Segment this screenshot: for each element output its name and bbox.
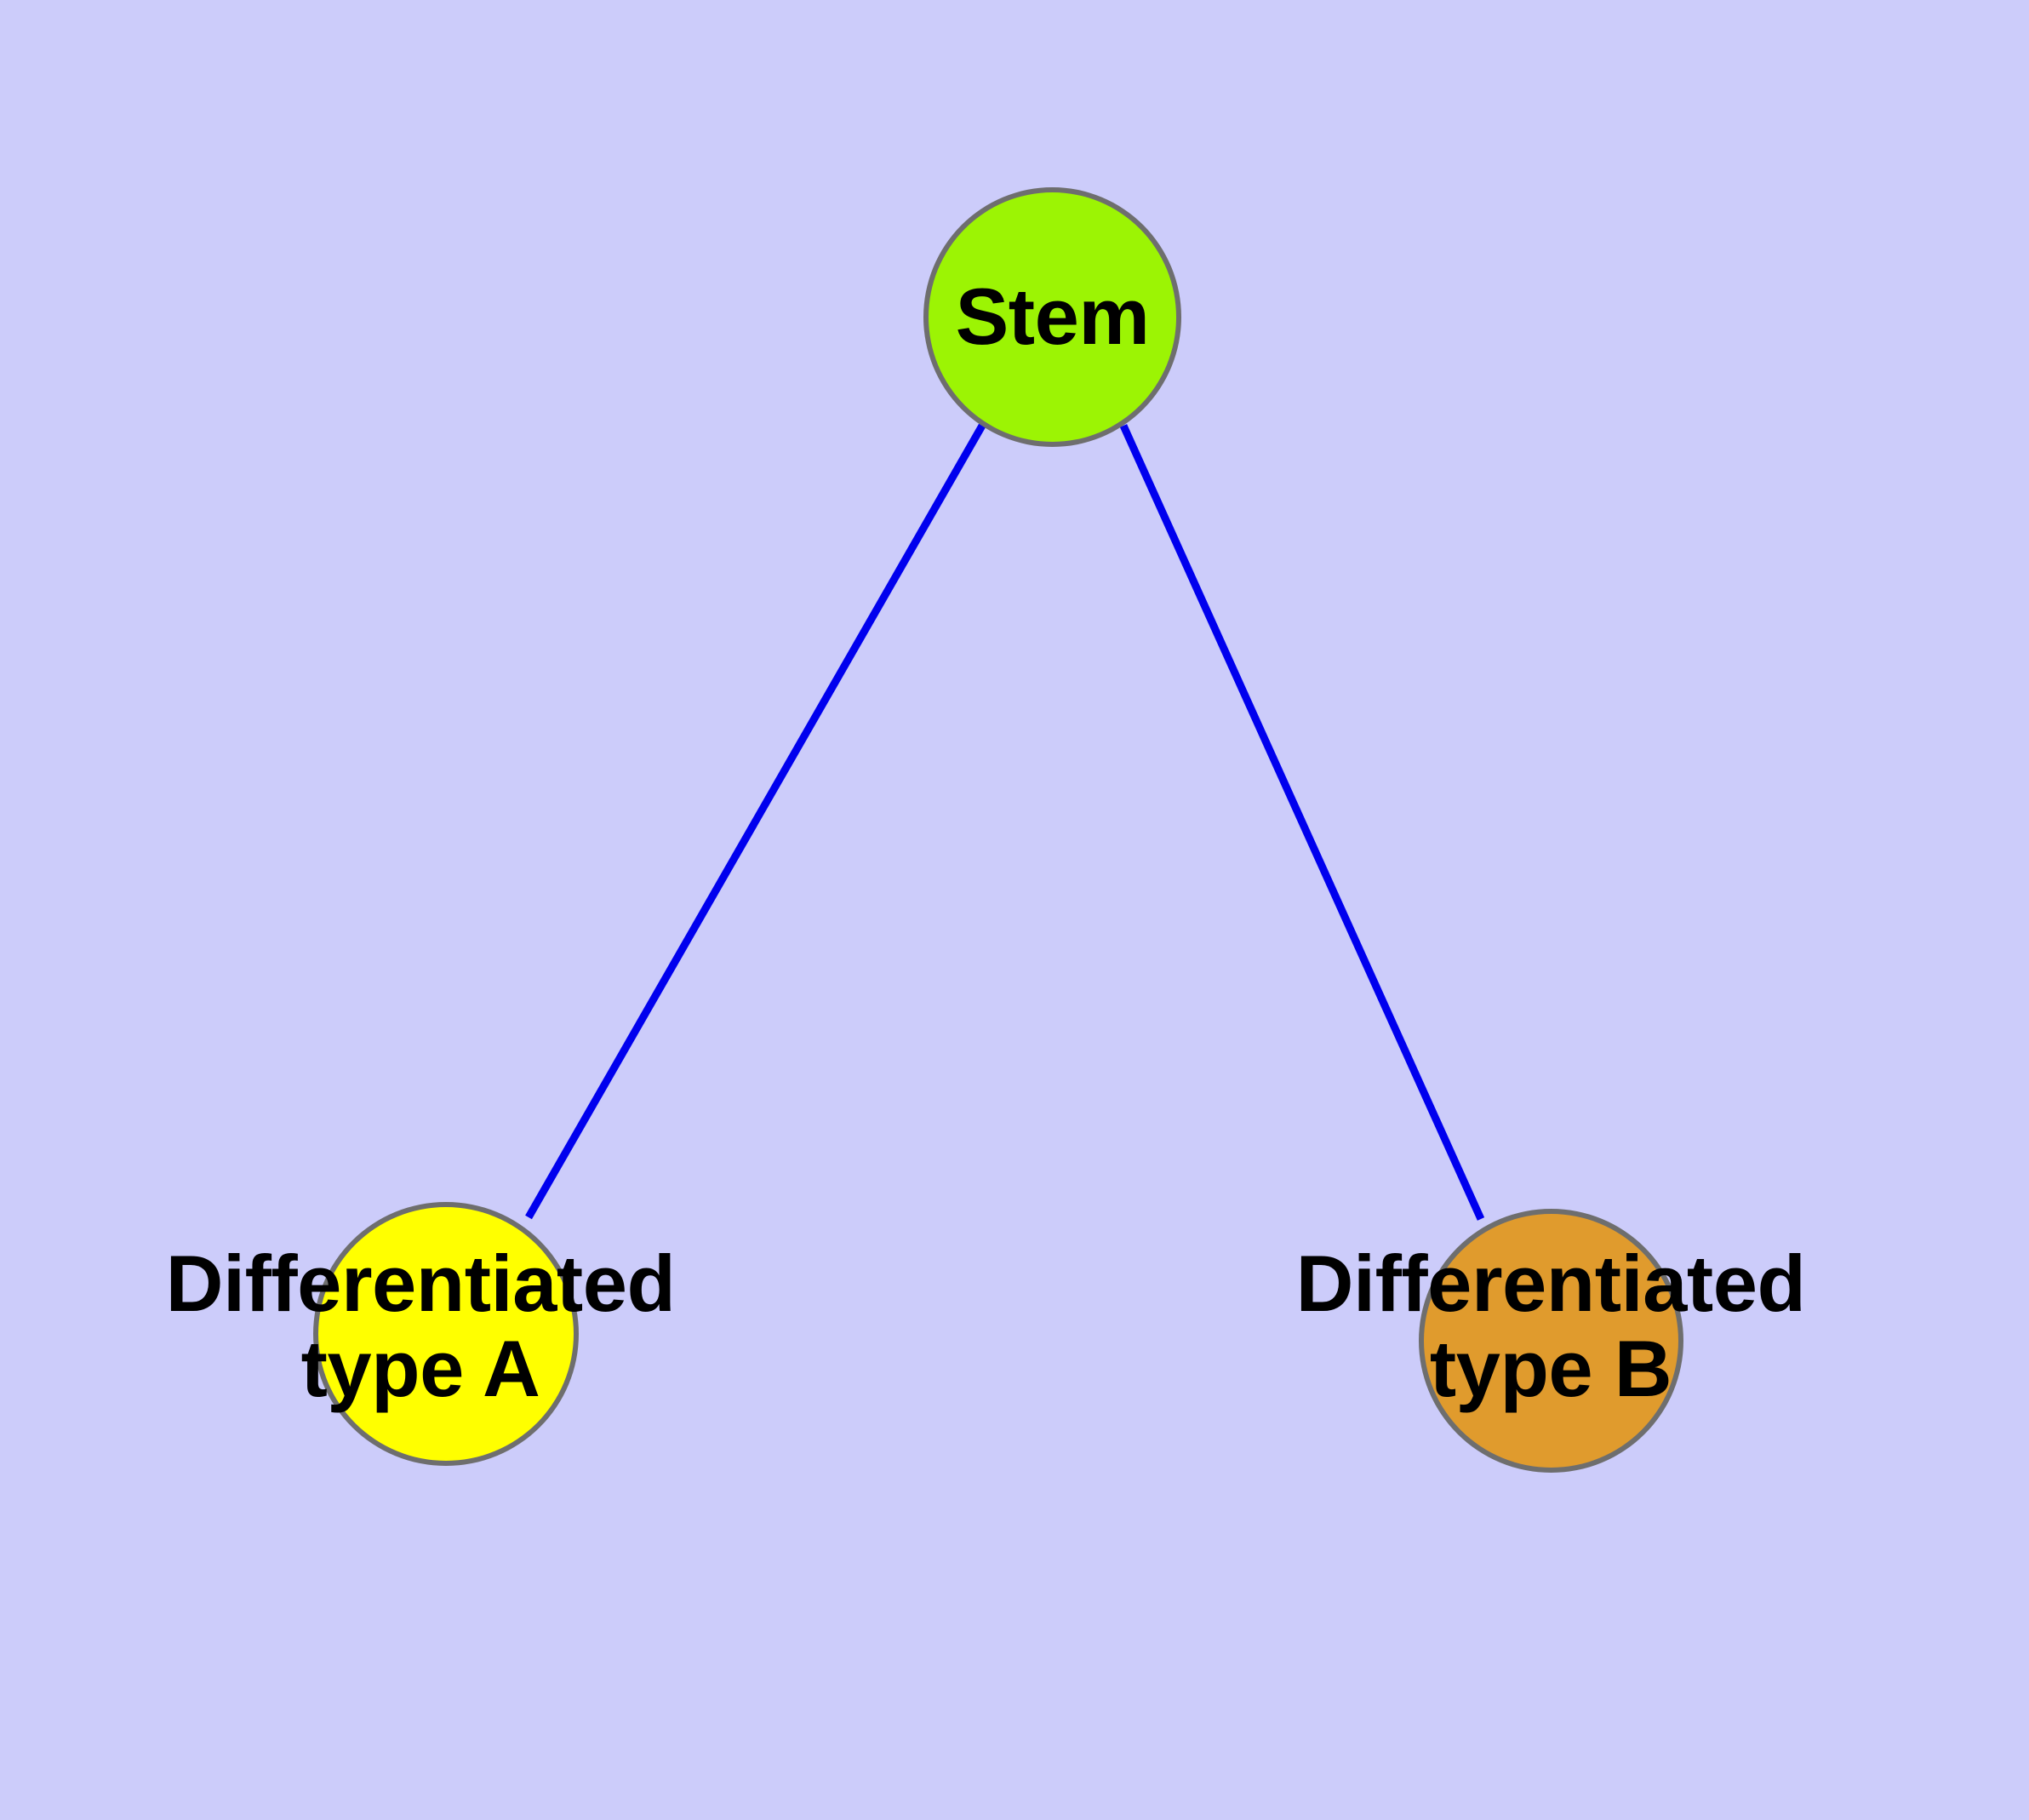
edge-stem-to-differentiated-type-a — [525, 423, 986, 1220]
node-differentiated-type-a-label: Differentiated type A — [165, 1239, 676, 1413]
node-stem-label: Stem — [955, 272, 1150, 361]
node-stem[interactable] — [923, 187, 1181, 447]
node-differentiated-type-b[interactable] — [1419, 1209, 1683, 1473]
node-differentiated-type-a[interactable] — [313, 1202, 579, 1466]
edge-stem-to-differentiated-type-b — [1119, 424, 1485, 1221]
node-differentiated-type-b-label: Differentiated type B — [1295, 1239, 1806, 1413]
